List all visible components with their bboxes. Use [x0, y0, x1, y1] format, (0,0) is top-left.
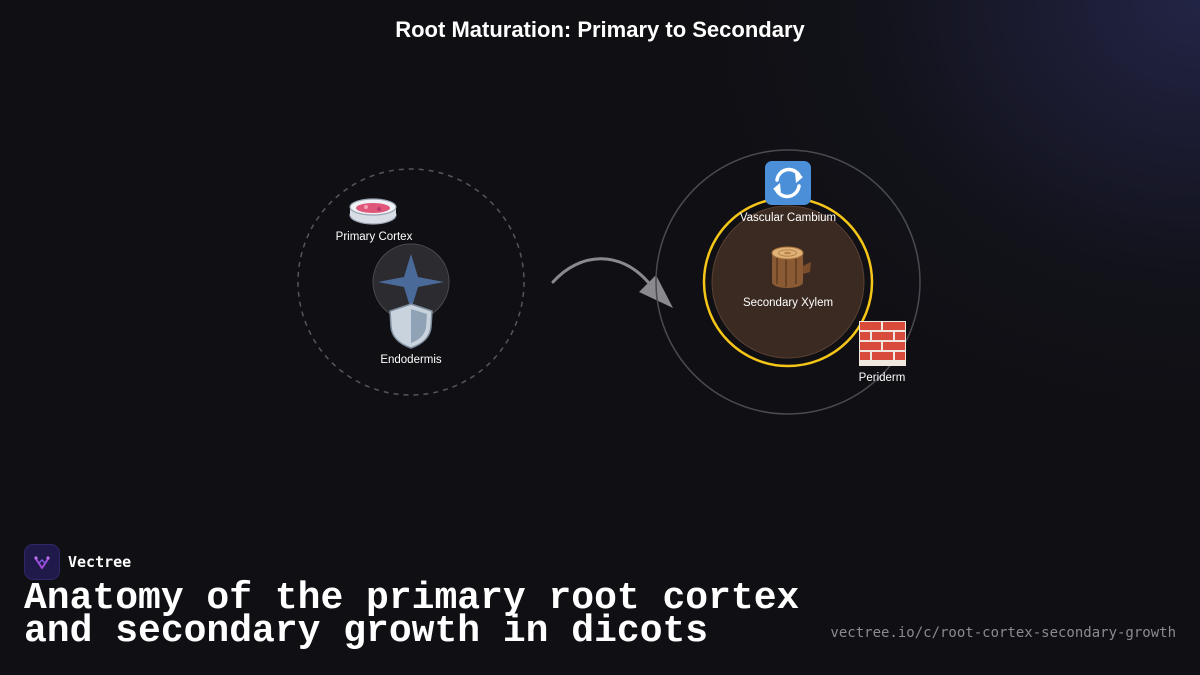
vascular-cambium-node: Vascular Cambium: [740, 161, 836, 224]
source-url[interactable]: vectree.io/c/root-cortex-secondary-growt…: [830, 625, 1176, 641]
secondary-root-boundary: [655, 149, 921, 415]
brick-icon: [859, 321, 906, 366]
secondary-xylem-node: Secondary Xylem: [743, 246, 833, 309]
endodermis-label: Endodermis: [380, 354, 442, 366]
headline: Anatomy of the primary root cortex and s…: [24, 577, 800, 653]
periderm-node: Periderm: [859, 321, 906, 384]
secondary-root-group: Vascular Cambium Secondary Xylem: [655, 149, 921, 415]
vectree-logo-icon: [24, 544, 60, 580]
primary-root-group: Primary Cortex Endodermis: [297, 168, 525, 396]
secondary-xylem-label: Secondary Xylem: [743, 297, 833, 309]
petri-dish-icon: [349, 198, 397, 225]
shield-icon: [389, 303, 433, 349]
primary-root-boundary: [297, 168, 525, 396]
periderm-label: Periderm: [859, 372, 906, 384]
brand-name: Vectree: [68, 553, 132, 571]
transition-arrow: [551, 257, 673, 308]
brand: Vectree: [24, 544, 131, 580]
stele-star-icon: [378, 254, 444, 310]
cycle-arrows-icon: [765, 161, 811, 205]
endodermis-node: Endodermis: [380, 303, 442, 366]
wood-log-icon: [771, 246, 811, 288]
primary-cortex-label: Primary Cortex: [336, 231, 413, 243]
primary-cortex-node: Primary Cortex: [336, 198, 413, 243]
vascular-cambium-label: Vascular Cambium: [740, 212, 836, 224]
diagram-title: Root Maturation: Primary to Secondary: [395, 17, 805, 42]
